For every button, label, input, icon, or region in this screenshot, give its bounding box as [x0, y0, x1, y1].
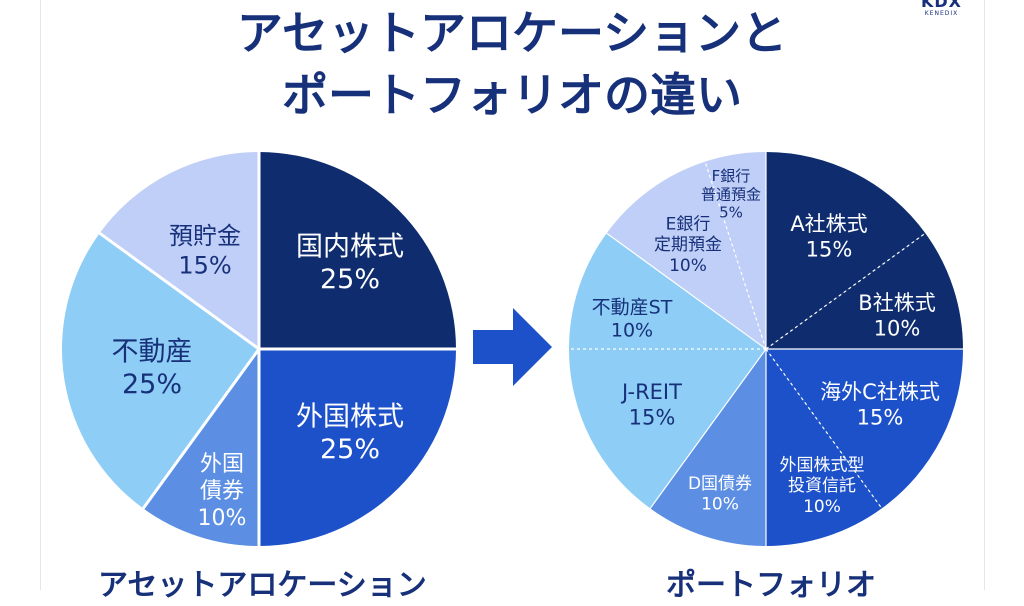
- logo-mark: KDX: [920, 0, 962, 11]
- pie-slice-4: [766, 349, 882, 546]
- slice-divider: [141, 348, 261, 510]
- slice-name-label: 定期預金: [654, 235, 722, 255]
- pie-slice-1: [766, 152, 926, 349]
- slice-value-label: 10%: [701, 494, 739, 514]
- slice-value-label: 15%: [806, 237, 853, 261]
- pie-slice-2: [766, 233, 963, 349]
- slice-name-label: E銀行: [666, 214, 711, 234]
- slice-value-label: 10%: [669, 256, 707, 276]
- slice-name-label: 預貯金: [169, 222, 241, 250]
- company-logo: KDX KENEDIX: [921, 0, 962, 17]
- pie-slice-3: [766, 349, 963, 509]
- pie-slice-7: [569, 233, 766, 349]
- slice-value-label: 15%: [629, 405, 676, 429]
- slice-name-label: 海外C社株式: [820, 380, 940, 404]
- slice-name-label: 外国株式: [296, 401, 404, 432]
- pie-slice-5: [650, 349, 766, 546]
- slice-divider-dashed: [704, 161, 767, 350]
- slice-value-label: 10%: [611, 319, 653, 341]
- slice-name-label: 外国: [200, 452, 244, 477]
- right-arrow-icon: [473, 308, 552, 386]
- slice-value-label: 5%: [719, 204, 743, 222]
- slice-divider-dashed: [765, 232, 926, 350]
- slice-name-label: 普通預金: [701, 185, 761, 203]
- pie-slice-1: [259, 152, 456, 349]
- slice-divider: [98, 231, 260, 351]
- pie-slice-5: [99, 152, 259, 349]
- slice-value-label: 10%: [803, 497, 841, 517]
- portfolio-chart-title: ポートフォリオ: [666, 568, 876, 603]
- slice-value-label: 15%: [178, 251, 231, 279]
- pie-slice-6: [569, 349, 766, 509]
- slice-divider: [606, 232, 767, 350]
- slice-name-label: 外国株式型: [780, 455, 865, 475]
- pie-slice-9: [705, 152, 766, 349]
- title-line-1: アセットアロケーションと: [236, 6, 788, 60]
- slice-name-label: F銀行: [712, 167, 751, 185]
- slice-name-label: 不動産: [112, 336, 193, 367]
- pie-slice-2: [259, 349, 456, 546]
- title-line-2: ポートフォリオの違い: [282, 68, 742, 122]
- asset-allocation-chart-title: アセットアロケーション: [98, 568, 427, 603]
- slice-name-label: 不動産ST: [592, 296, 673, 318]
- slice-name-label: J-REIT: [620, 380, 682, 404]
- slice-value-label: 10%: [198, 506, 247, 531]
- slice-divider-dashed: [765, 348, 883, 509]
- slice-name-label: 国内株式: [296, 231, 404, 262]
- left-border-line: [40, 0, 41, 590]
- right-border-line: [984, 0, 985, 590]
- slice-name-label: 投資信託: [788, 476, 856, 496]
- logo-subtext: KENEDIX: [924, 10, 959, 17]
- pie-slice-4: [62, 233, 259, 509]
- slice-name-label: A社株式: [790, 212, 867, 236]
- slice-value-label: 10%: [874, 316, 921, 340]
- slice-divider: [649, 348, 767, 509]
- slice-value-label: 15%: [857, 405, 904, 429]
- pie-slice-8: [606, 161, 766, 349]
- slice-value-label: 25%: [320, 264, 380, 295]
- slice-name-label: D国債券: [688, 474, 752, 494]
- slice-name-label: 債券: [200, 479, 244, 504]
- slide-title: アセットアロケーションと ポートフォリオの違い: [0, 2, 1024, 126]
- slice-value-label: 25%: [320, 434, 380, 465]
- slice-name-label: B社株式: [858, 291, 935, 315]
- pie-slice-3: [143, 349, 259, 546]
- slice-value-label: 25%: [122, 369, 182, 400]
